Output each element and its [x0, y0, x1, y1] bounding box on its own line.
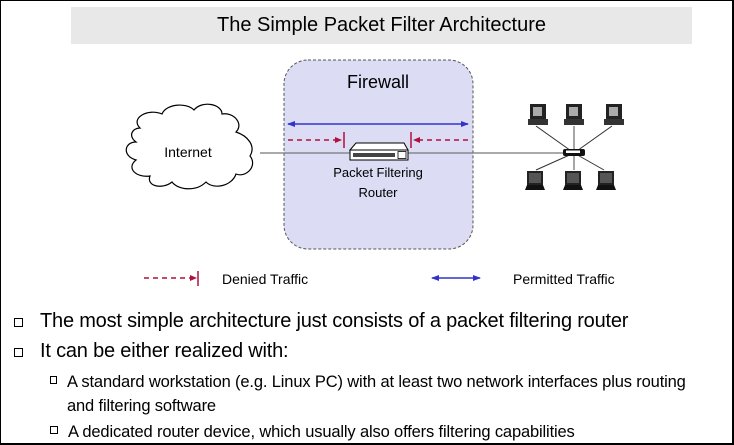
sub-bullet-text: A standard workstation (e.g. Linux PC) w… — [67, 373, 686, 415]
bullet-text: The most simple architecture just consis… — [40, 310, 629, 332]
desktop-computer-icon — [564, 104, 584, 125]
checkbox-bullet-icon — [50, 376, 57, 384]
sub-bullet-item: A dedicated router device, which usually… — [50, 420, 575, 444]
laptop-icon — [563, 171, 583, 190]
bullet-text: It can be either realized with: — [40, 340, 289, 362]
firewall-label: Firewall — [347, 72, 409, 92]
sub-bullet-text: A dedicated router device, which usually… — [68, 423, 575, 441]
bullet-item: The most simple architecture just consis… — [14, 310, 628, 333]
slide-title: The Simple Packet Filter Architecture — [71, 7, 692, 44]
desktop-computer-icon — [528, 104, 548, 125]
hub-icon — [535, 125, 613, 171]
checkbox-bullet-icon — [50, 426, 58, 434]
bullet-item: It can be either realized with: — [14, 340, 289, 363]
legend-denied-label: Denied Traffic — [222, 271, 308, 287]
internet-cloud — [125, 103, 254, 190]
checkbox-bullet-icon — [14, 348, 23, 357]
laptop-icon — [596, 171, 616, 190]
router-icon — [348, 142, 409, 161]
sub-bullet-item: A standard workstation (e.g. Linux PC) w… — [50, 370, 710, 418]
internet-label: Internet — [164, 144, 212, 160]
desktop-computer-icon — [604, 104, 624, 125]
laptop-icon — [525, 171, 545, 190]
router-label-line2: Router — [358, 185, 398, 200]
legend-permitted-label: Permitted Traffic — [513, 271, 615, 287]
checkbox-bullet-icon — [14, 318, 23, 327]
router-label-line1: Packet Filtering — [333, 165, 423, 180]
